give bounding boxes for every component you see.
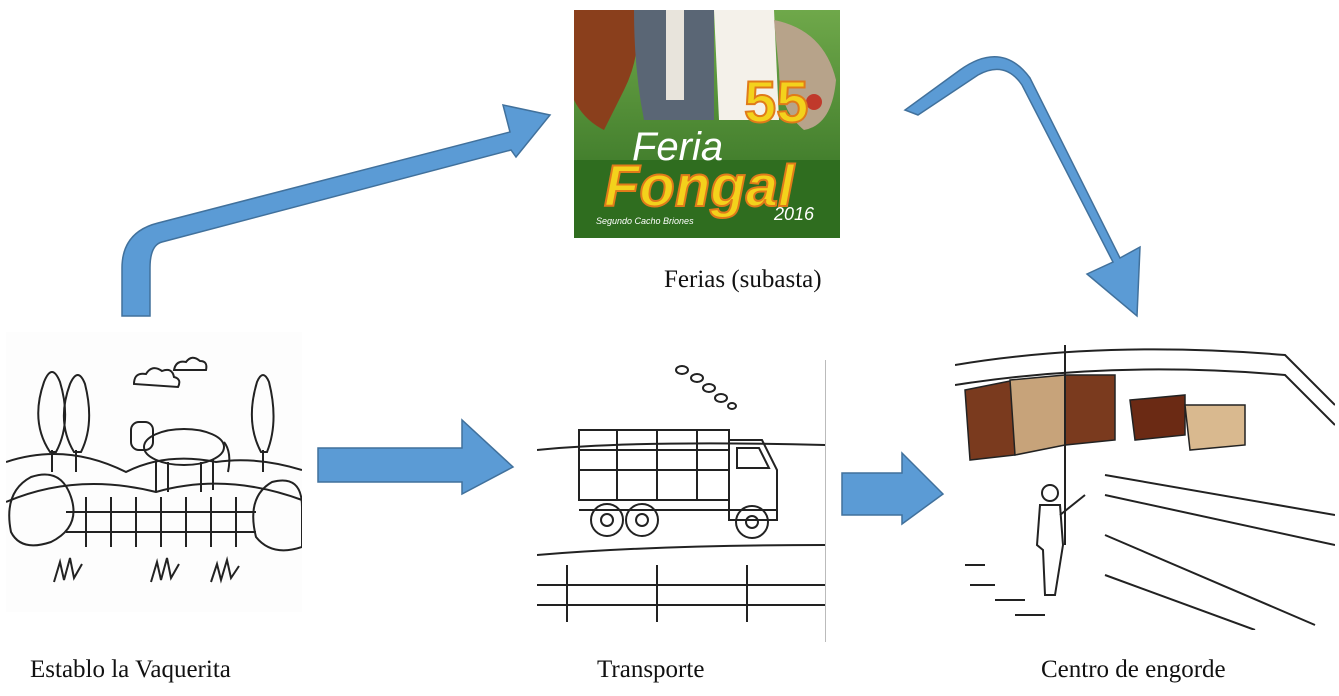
arrow-establo-to-feria	[121, 104, 552, 317]
truck-drawing-icon	[536, 360, 826, 642]
arrow-establo-to-transporte	[317, 418, 515, 496]
auction-poster-icon: 55 Feria Fongal 2016 Segundo Cacho Brion…	[574, 10, 840, 238]
caption-establo: Establo la Vaquerita	[30, 656, 231, 683]
feria-poster: 55 Feria Fongal 2016 Segundo Cacho Brion…	[574, 10, 840, 238]
arrow-transporte-to-engorde	[841, 451, 945, 526]
poster-sponsor: Segundo Cacho Briones	[596, 216, 694, 226]
poster-line1: Feria	[632, 125, 723, 169]
caption-feria: Ferias (subasta)	[664, 266, 822, 293]
engorde-image	[955, 345, 1335, 630]
arrow-feria-to-engorde	[903, 56, 1141, 318]
poster-line2: Fongal	[604, 154, 796, 219]
caption-engorde: Centro de engorde	[1041, 656, 1226, 683]
feedlot-drawing-icon	[955, 345, 1335, 630]
transporte-image	[536, 360, 826, 642]
caption-transporte: Transporte	[597, 656, 705, 683]
poster-year: 2016	[773, 204, 815, 224]
farm-drawing-icon	[5, 332, 303, 612]
poster-number: 55	[744, 70, 809, 135]
establo-image	[5, 332, 303, 612]
